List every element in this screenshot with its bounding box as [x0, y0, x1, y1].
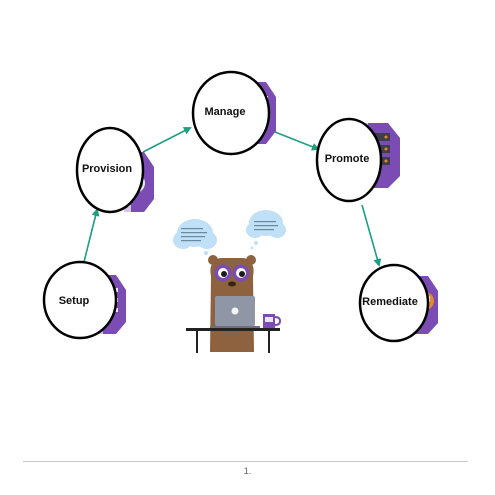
arrow-manage-to-promote — [274, 131, 320, 151]
stage-label-setup: Setup — [59, 295, 90, 307]
stage-setup: Setup — [42, 260, 126, 340]
stage-remediate: Remediate — [358, 263, 438, 343]
thought-cloud-right — [246, 210, 286, 250]
thought-cloud-left — [173, 219, 217, 260]
page-number: 1. — [243, 466, 252, 476]
mug-icon — [263, 314, 282, 328]
stage-label-provision: Provision — [82, 163, 132, 175]
arrow-setup-to-provision — [83, 208, 100, 263]
stage-label-promote: Promote — [325, 153, 370, 165]
arrow-provision-to-manage — [142, 127, 192, 153]
mascot-at-laptop-illustration — [173, 210, 286, 353]
footer-divider — [23, 461, 468, 462]
stage-provision: Provision — [75, 126, 154, 214]
laptop-logo-icon — [231, 307, 239, 315]
desk — [186, 328, 280, 331]
stage-label-manage: Manage — [205, 106, 246, 118]
stage-manage: Manage — [191, 70, 276, 156]
stage-promote: Promote — [315, 117, 400, 203]
stage-label-remediate: Remediate — [362, 296, 418, 308]
arrow-promote-to-remediate — [361, 204, 382, 267]
flow-arrows — [83, 127, 382, 267]
